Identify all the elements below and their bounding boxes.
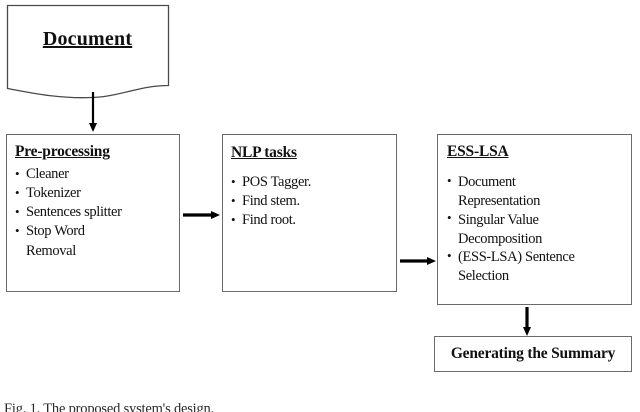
node-ess-lsa-content: ESS-LSA Document Representation Singular… [438,135,631,286]
node-nlp-tasks-content: NLP tasks POS Tagger. Find stem. Find ro… [223,135,396,230]
node-nlp-tasks-title: NLP tasks [231,144,297,161]
list-item: Sentences splitter [15,203,173,222]
document-shape [0,0,180,112]
node-pre-processing-content: Pre-processing Cleaner Tokenizer Sentenc… [7,135,179,261]
node-ess-lsa-items: Document Representation Singular Value D… [447,173,627,286]
node-pre-processing-items: Cleaner Tokenizer Sentences splitter Sto… [15,164,173,261]
node-ess-lsa-title: ESS-LSA [447,143,509,160]
document-outline [6,4,170,99]
document-label: Document [42,28,133,50]
node-nlp-tasks[interactable]: NLP tasks POS Tagger. Find stem. Find ro… [222,134,397,292]
node-generating-summary[interactable]: Generating the Summary [434,336,632,372]
list-item: POS Tagger. [231,172,390,192]
list-item: Stop Word Removal [15,222,173,260]
node-ess-lsa[interactable]: ESS-LSA Document Representation Singular… [437,134,632,305]
node-pre-processing[interactable]: Pre-processing Cleaner Tokenizer Sentenc… [6,134,180,292]
list-item: Singular Value Decomposition [447,210,627,249]
list-item: Find stem. [231,192,390,211]
list-item: Tokenizer [15,184,173,203]
list-item: Find root. [231,211,390,230]
document-label-wrap: Document [7,28,168,51]
list-item: Document Representation [447,173,627,211]
list-item: (ESS-LSA) Sentence Selection [447,248,627,286]
node-pre-processing-title: Pre-processing [15,143,110,160]
node-nlp-tasks-items: POS Tagger. Find stem. Find root. [231,172,390,230]
figure-caption: Fig. 1. The proposed system's design. [4,402,215,412]
node-generating-summary-label: Generating the Summary [450,345,616,362]
list-item: Cleaner [15,164,173,184]
